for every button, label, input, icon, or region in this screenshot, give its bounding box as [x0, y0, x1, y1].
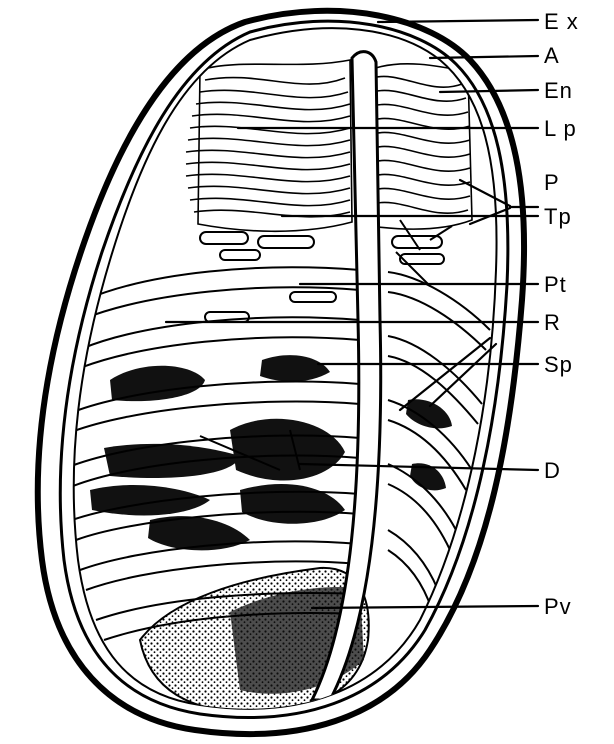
label-r: R [544, 310, 561, 335]
label-p: P [544, 170, 560, 195]
label-tp: Tp [544, 204, 572, 229]
label-d: D [544, 458, 561, 483]
label-sp: Sp [544, 352, 573, 377]
label-en: En [544, 78, 573, 103]
label-lp: L p [544, 116, 577, 141]
labels: E x A En L p P Tp Pt R Sp D Pv [544, 9, 579, 619]
label-pt: Pt [544, 272, 567, 297]
label-a: A [544, 43, 560, 68]
label-ex: E x [544, 9, 579, 34]
label-pv: Pv [544, 594, 572, 619]
